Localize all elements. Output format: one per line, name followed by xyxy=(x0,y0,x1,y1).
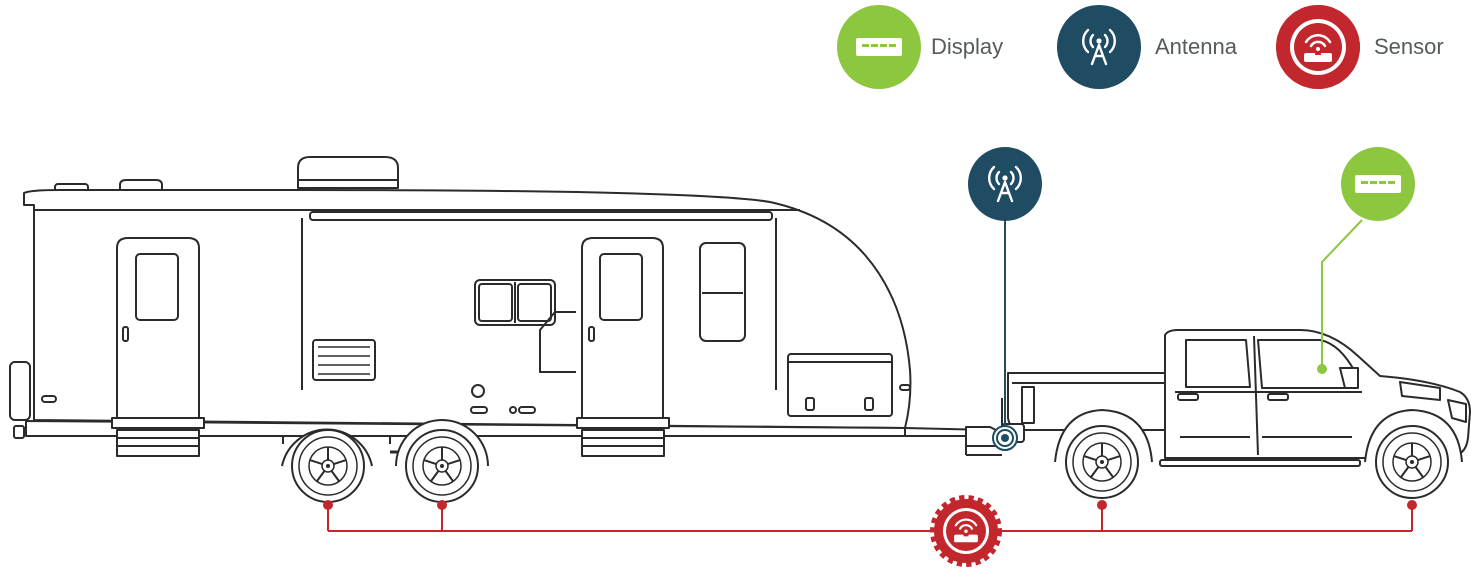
legend-antenna-label: Antenna xyxy=(1155,36,1237,58)
trailer-wheel-rear xyxy=(282,430,372,502)
legend-display-icon xyxy=(837,5,921,89)
legend-antenna-icon xyxy=(1057,5,1141,89)
sensor-network xyxy=(323,500,1417,531)
legend-sensor-label: Sensor xyxy=(1374,36,1444,58)
antenna-icon xyxy=(968,147,1042,221)
legend-display-label: Display xyxy=(931,36,1003,58)
truck-wheel-rear xyxy=(1055,410,1152,498)
travel-trailer xyxy=(10,157,1002,456)
truck-wheel-front xyxy=(1365,410,1462,498)
tire-sensor-icon xyxy=(934,499,998,563)
legend-sensor-icon xyxy=(1276,5,1360,89)
display-icon xyxy=(1341,147,1415,221)
trailer-wheel-front xyxy=(396,420,488,502)
legend xyxy=(837,5,1360,89)
